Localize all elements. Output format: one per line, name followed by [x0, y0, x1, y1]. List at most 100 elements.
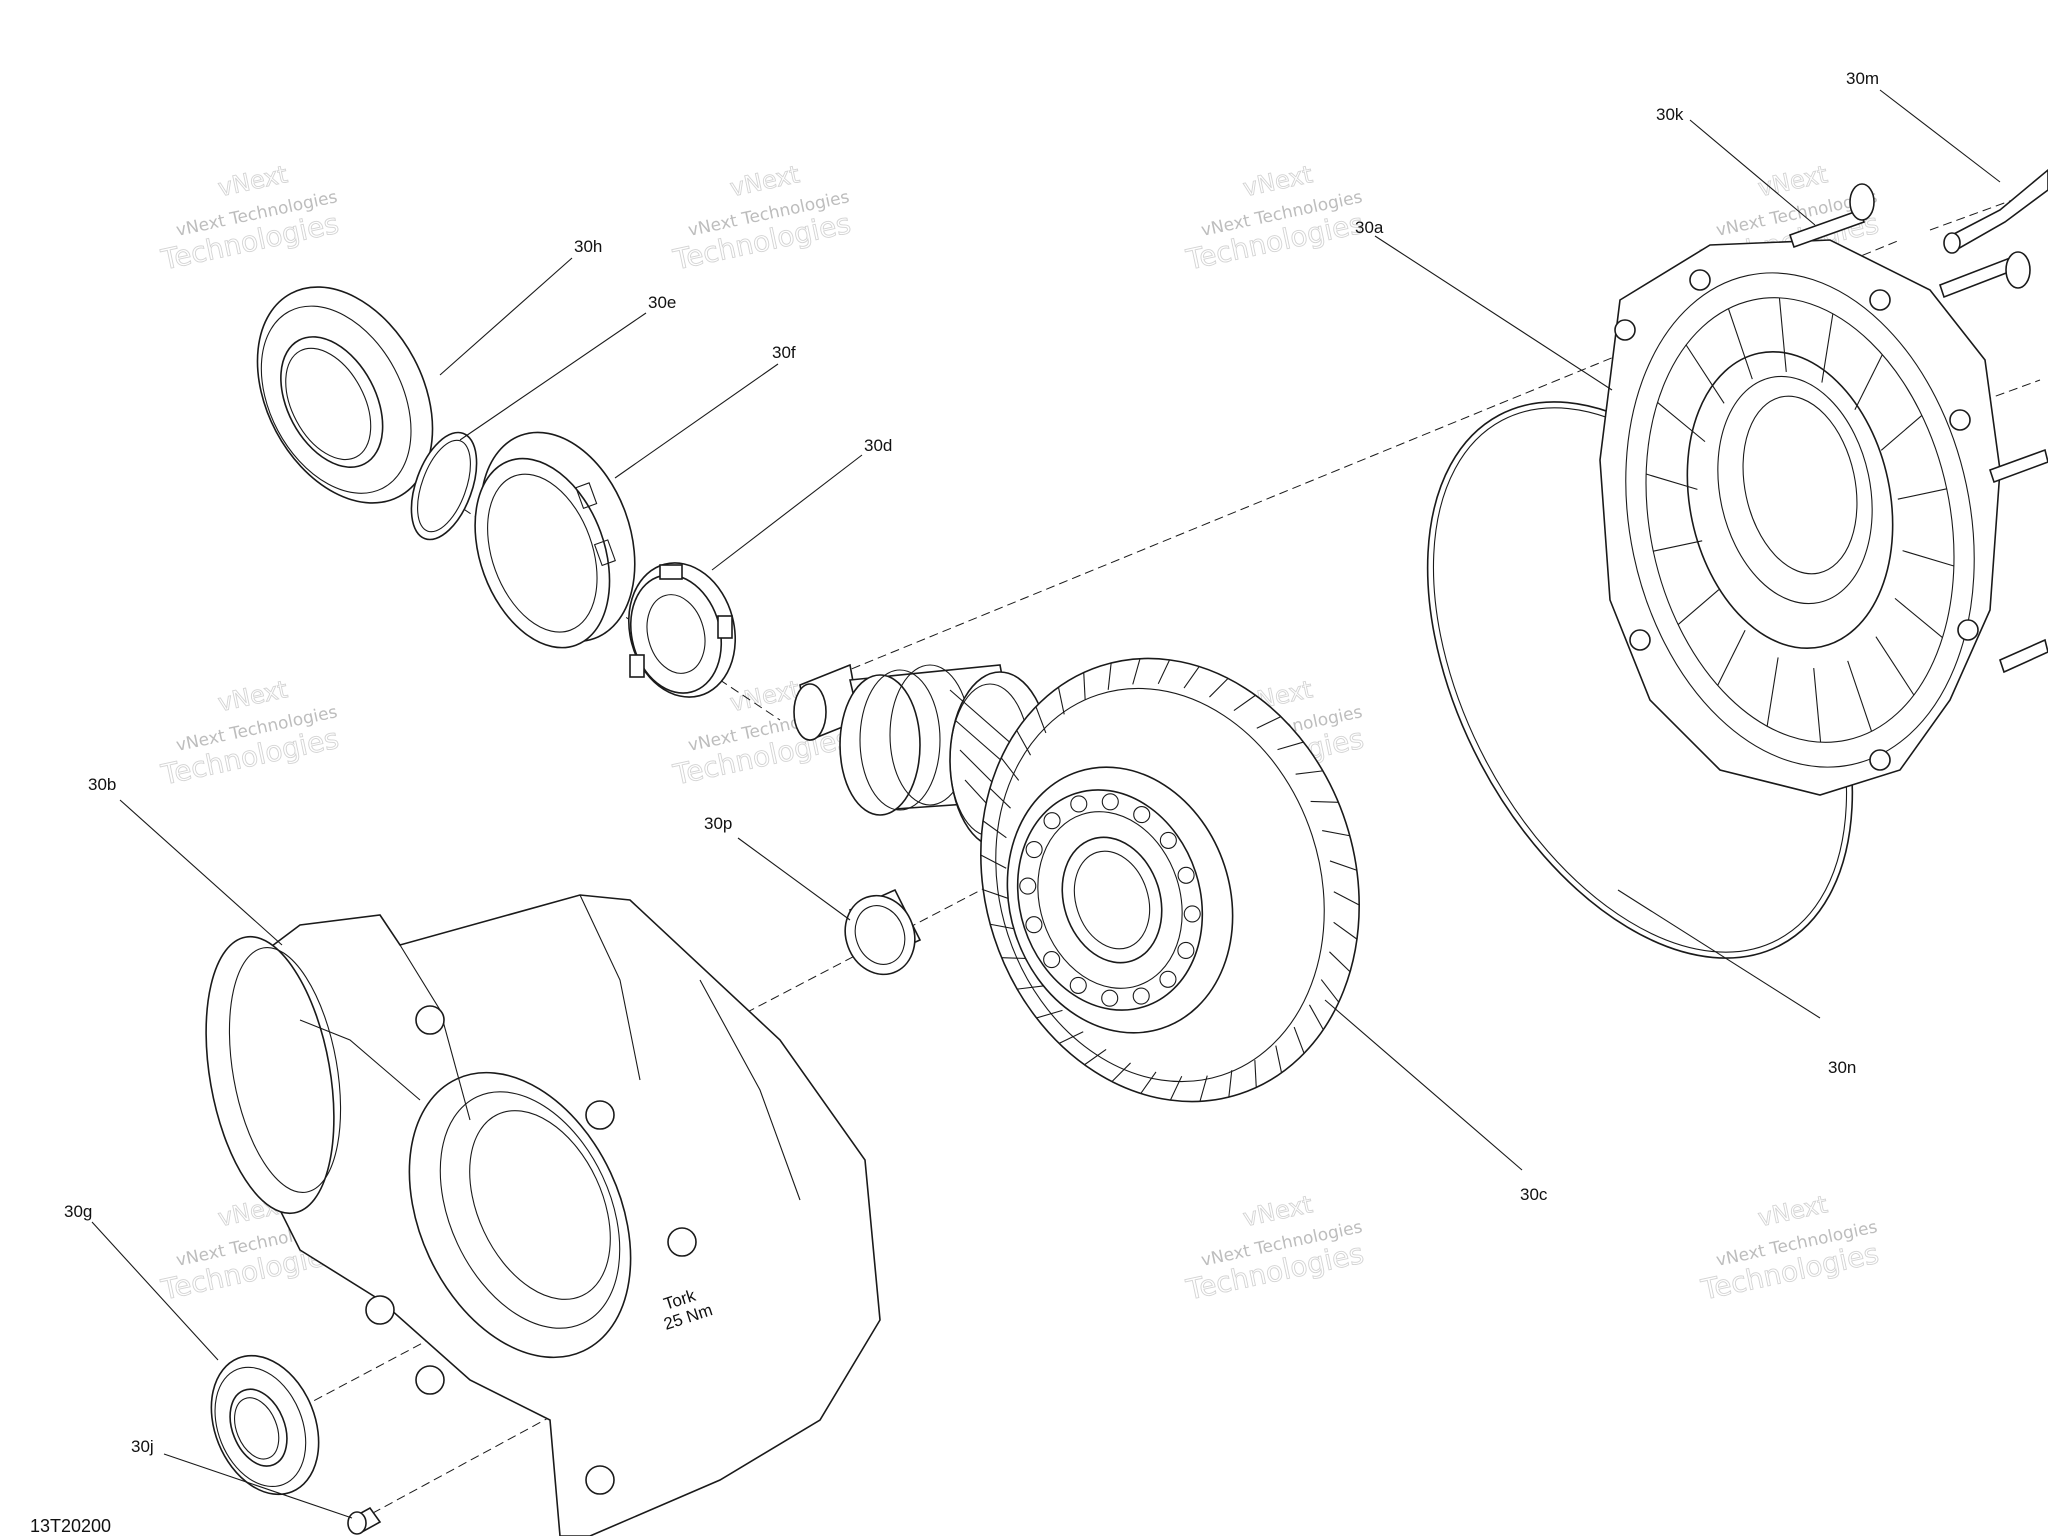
cover-rib — [1902, 550, 1955, 567]
gear-tooth — [1329, 951, 1351, 973]
bearing-roller — [1133, 806, 1151, 824]
gear-tooth — [983, 889, 1011, 900]
gear-tooth — [1169, 1075, 1183, 1101]
bearing-roller — [1070, 795, 1088, 813]
cover-rib — [1653, 540, 1703, 552]
gear-tooth — [1333, 891, 1360, 906]
part-30e-oring — [410, 431, 478, 541]
callout-30d: 30d — [864, 436, 892, 455]
cover-rib — [1880, 415, 1923, 451]
gear-tooth — [1310, 800, 1339, 803]
gear-tooth — [982, 820, 1007, 839]
gear-tooth — [1233, 694, 1256, 711]
part-30d-nut — [627, 562, 737, 698]
gear-tooth — [1017, 985, 1045, 990]
cover-rib — [1766, 657, 1779, 727]
gear-tooth — [1199, 1075, 1208, 1102]
gear-tooth — [1157, 659, 1171, 685]
watermark-text: vNext — [1756, 160, 1830, 202]
callout-30m: 30m — [1846, 69, 1879, 88]
gear-tooth — [1333, 921, 1358, 940]
gear-tooth — [1329, 860, 1357, 871]
cover-rib — [1813, 668, 1822, 743]
gear-tooth — [1058, 1031, 1084, 1044]
gear-tooth — [1320, 979, 1340, 1003]
callout-30g: 30g — [64, 1202, 92, 1221]
callout-30p: 30p — [704, 814, 732, 833]
part-30c-ring-gear — [980, 657, 1360, 1103]
cover-rib — [1875, 636, 1915, 696]
bearing-roller — [1101, 793, 1119, 811]
part-30b-housing: Tork 25 Nm — [205, 894, 881, 1536]
bearing-roller — [1177, 866, 1195, 884]
callout-30c: 30c — [1520, 1185, 1548, 1204]
gear-tooth — [1277, 741, 1304, 751]
bearing-roller — [1019, 877, 1037, 895]
cover-rib — [1685, 344, 1725, 404]
gear-tooth — [1000, 757, 1020, 781]
cover-rib — [1894, 597, 1943, 639]
cover-rib — [1778, 297, 1787, 372]
gear-tooth — [1057, 687, 1065, 715]
callout-30e: 30e — [648, 293, 676, 312]
gear-tooth — [980, 854, 1007, 869]
gear-tooth — [989, 787, 1011, 809]
part-30p-bushing — [844, 888, 922, 976]
bearing-roller — [1069, 976, 1087, 994]
gear-tooth — [1083, 672, 1086, 700]
gear-tooth — [1275, 1045, 1283, 1073]
bearing-roller — [1043, 812, 1061, 830]
callout-layer: 30h 30e 30f 30d 30a 30k 30m 30b 30p 30n … — [64, 69, 2001, 1519]
gear-tooth — [1256, 716, 1282, 729]
watermark-text: vNext — [1241, 1190, 1315, 1232]
callout-30n: 30n — [1828, 1058, 1856, 1077]
part-30k-bolts — [1788, 183, 2048, 674]
bearing-roller — [1159, 831, 1177, 849]
callout-30b: 30b — [88, 775, 116, 794]
bearing-roller — [1101, 989, 1119, 1007]
gear-tooth — [1016, 730, 1032, 756]
cover-rib — [1677, 589, 1720, 625]
watermark-text: vNext — [1756, 1190, 1830, 1232]
cover-rib — [1717, 629, 1746, 686]
part-30h-seal — [256, 286, 434, 504]
gear-tooth — [1107, 662, 1112, 690]
gear-tooth — [1209, 678, 1229, 698]
part-30g-seal — [210, 1354, 320, 1496]
gear-tooth — [1228, 1070, 1233, 1098]
gear-tooth — [1111, 1062, 1131, 1082]
gear-tooth — [1254, 1060, 1257, 1088]
cover-rib — [1854, 354, 1883, 411]
gear-tooth — [1183, 666, 1200, 689]
callout-30j: 30j — [131, 1437, 154, 1456]
callout-30f: 30f — [772, 343, 796, 362]
bearing-roller — [1025, 916, 1043, 934]
gear-tooth — [1084, 1049, 1107, 1066]
callout-30k: 30k — [1656, 105, 1684, 124]
watermark-text: vNext — [216, 675, 290, 717]
diagram-id: 13T20200 — [30, 1516, 111, 1536]
gear-tooth — [1132, 658, 1141, 685]
gear-tooth — [1322, 830, 1350, 837]
bearing-roller — [1159, 970, 1177, 988]
part-30f-bearing — [474, 431, 636, 649]
gear-tooth — [1293, 1026, 1305, 1054]
watermark-text: vNext — [728, 675, 802, 717]
watermark-text: vNext — [1241, 160, 1315, 202]
cover-rib — [1727, 308, 1753, 380]
gear-tooth — [1295, 770, 1323, 775]
cover-rib — [1645, 473, 1698, 490]
part-30j-plug — [347, 1506, 382, 1535]
part-30m-breather-tube — [1943, 168, 2048, 254]
bearing-roller — [1177, 941, 1195, 959]
watermark-text: vNext — [216, 160, 290, 202]
bearing-roller — [1043, 951, 1061, 969]
cover-rib — [1897, 488, 1947, 500]
